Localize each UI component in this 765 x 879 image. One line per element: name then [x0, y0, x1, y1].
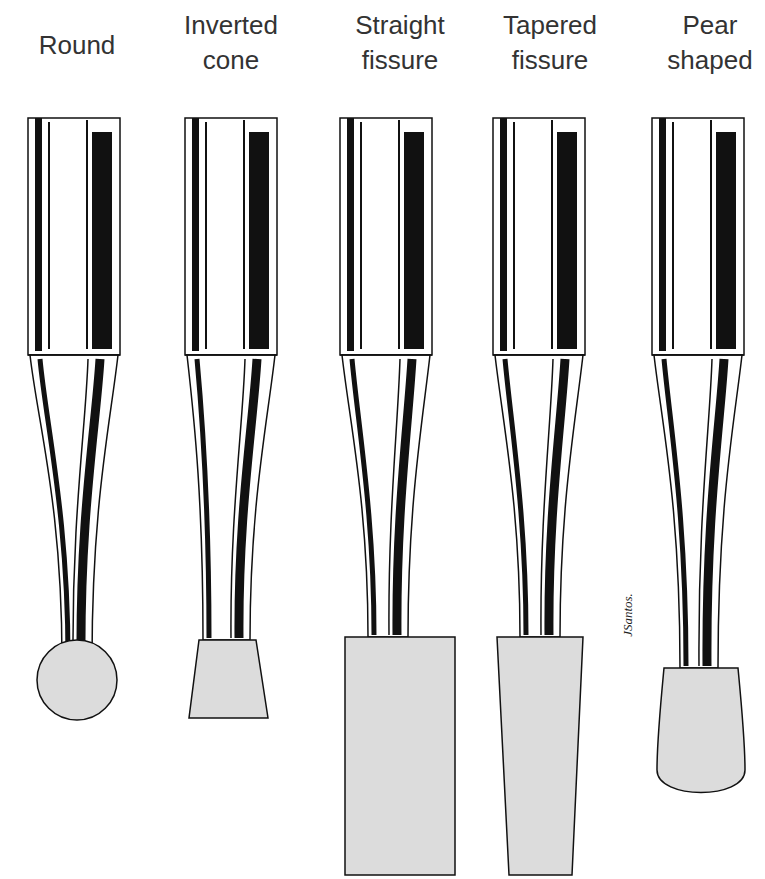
- neck-stripe: [397, 359, 412, 635]
- shank-stripe: [672, 122, 674, 349]
- shank-stripe: [249, 132, 269, 349]
- bur-name: Inverted cone: [161, 8, 301, 78]
- neck-stripe: [40, 359, 68, 658]
- neck-stripe: [197, 359, 209, 638]
- bur-name: Round: [7, 28, 147, 63]
- shank-stripe: [404, 132, 424, 349]
- neck-stripe: [73, 359, 88, 658]
- shank-stripe: [716, 132, 736, 349]
- shank-stripe: [710, 120, 712, 349]
- bur-shank: [340, 118, 432, 355]
- shank-stripe: [92, 132, 112, 349]
- neck-stripe: [389, 359, 400, 635]
- bur-name: Pear shaped: [640, 8, 765, 78]
- neck-stripe: [352, 359, 374, 635]
- shank-stripe: [86, 120, 88, 349]
- neck-stripe: [699, 359, 712, 666]
- bur-shank: [185, 118, 277, 355]
- shank-stripe: [551, 120, 553, 349]
- shank-stripe: [500, 118, 507, 351]
- bur-shank: [652, 118, 744, 355]
- bur-neck: [187, 355, 275, 640]
- neck-stripe: [239, 359, 257, 638]
- bur-neck: [654, 355, 742, 668]
- shank-stripe: [360, 122, 362, 349]
- neck-stripe: [231, 359, 245, 638]
- neck-stripe: [81, 359, 100, 658]
- neck-stripe: [541, 359, 553, 635]
- shank-edge: [493, 354, 585, 356]
- neck-stripe: [505, 359, 526, 635]
- bur-shank: [28, 118, 120, 355]
- neck-stripe: [664, 359, 686, 666]
- bur-shank: [493, 118, 585, 355]
- shank-stripe: [35, 118, 42, 351]
- shank-edge: [28, 354, 120, 356]
- shank-stripe: [398, 120, 400, 349]
- bur-head: [657, 668, 745, 793]
- shank-edge: [652, 354, 744, 356]
- bur-neck: [342, 355, 430, 637]
- bur-name: Straight fissure: [330, 8, 470, 78]
- bur-head: [345, 637, 455, 875]
- bur-neck: [30, 355, 118, 660]
- shank-stripe: [192, 118, 199, 351]
- bur-head: [37, 640, 117, 720]
- bur-name: Tapered fissure: [480, 8, 620, 78]
- shank-edge: [340, 354, 432, 356]
- shank-edge: [185, 354, 277, 356]
- shank-stripe: [48, 122, 50, 349]
- shank-stripe: [347, 118, 354, 351]
- shank-stripe: [659, 118, 666, 351]
- shank-stripe: [557, 132, 577, 349]
- shank-stripe: [243, 120, 245, 349]
- artist-signature: JSantos.: [620, 593, 636, 637]
- bur-head: [497, 637, 583, 875]
- bur-head: [189, 640, 268, 718]
- shank-stripe: [205, 122, 207, 349]
- bur-neck: [495, 355, 583, 637]
- shank-stripe: [513, 122, 515, 349]
